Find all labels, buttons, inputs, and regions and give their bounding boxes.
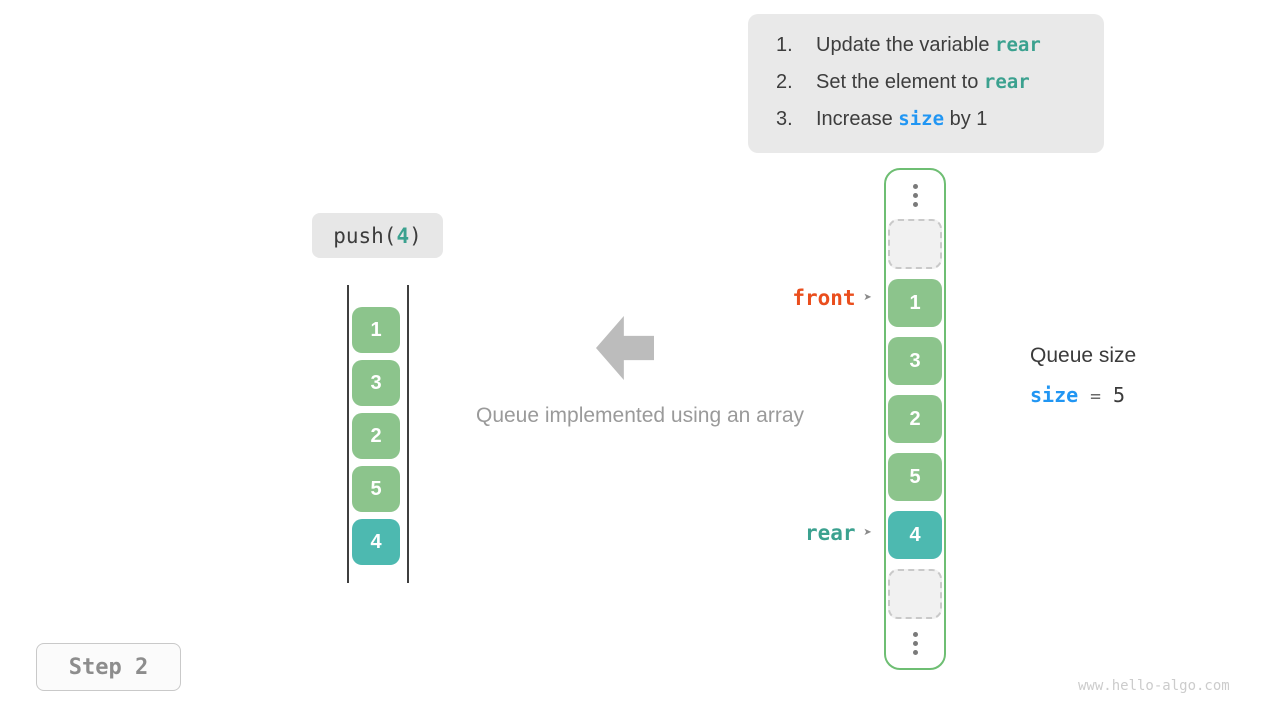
queue-size-block: Queue size size = 5	[1030, 344, 1136, 407]
instruction-panel: 1. Update the variable rear 2. Set the e…	[748, 14, 1104, 153]
array-empty-slot	[888, 219, 942, 269]
step-number: 3.	[776, 108, 793, 130]
instruction-step-1: 1. Update the variable rear	[776, 34, 1104, 71]
queue-cell-new: 4	[352, 519, 400, 565]
rear-pointer-label: rear	[804, 521, 856, 545]
step-text: by 1	[944, 108, 988, 130]
step-text: Set the element to	[816, 71, 984, 93]
diagram-caption: Queue implemented using an array	[475, 404, 805, 427]
array-container: 1 3 2 5 4	[884, 168, 946, 670]
queue-size-title: Queue size	[1030, 344, 1137, 367]
queue-cell: 1	[352, 307, 400, 353]
queue-cell: 3	[352, 360, 400, 406]
step-number: 1.	[776, 34, 793, 56]
rear-pointer: rear ➤	[768, 521, 872, 545]
queue-cell: 5	[352, 466, 400, 512]
pointer-arrow-icon: ➤	[863, 290, 872, 306]
queue-cell: 2	[352, 413, 400, 459]
code-token-rear: rear	[995, 34, 1041, 56]
array-cell: 5	[888, 453, 942, 501]
front-pointer: front ➤	[768, 286, 872, 310]
step-text: Update the variable	[816, 34, 996, 56]
array-cell-rear: 4	[888, 511, 942, 559]
front-pointer-label: front	[792, 286, 856, 310]
ellipsis-icon	[912, 181, 918, 209]
push-close-paren: )	[409, 223, 422, 248]
push-fn-text: push(	[333, 223, 397, 248]
push-arg-value: 4	[396, 223, 410, 248]
equals-sign: =	[1090, 386, 1102, 407]
instruction-step-3: 3. Increase size by 1	[776, 108, 1104, 145]
ellipsis-icon	[912, 629, 918, 657]
array-empty-slot	[888, 569, 942, 619]
code-token-size: size	[898, 108, 945, 130]
size-variable: size	[1030, 383, 1079, 407]
array-cell: 2	[888, 395, 942, 443]
code-token-rear: rear	[983, 71, 1030, 93]
queue-rail-left	[347, 285, 349, 583]
left-block-arrow-icon	[596, 316, 654, 380]
step-text: Increase	[816, 108, 899, 130]
queue-stack: 1 3 2 5 4	[352, 307, 400, 565]
pointer-arrow-icon: ➤	[863, 525, 872, 541]
push-call-label: push( 4 )	[312, 213, 443, 258]
step-badge: Step 2	[36, 643, 181, 691]
queue-rail-right	[407, 285, 409, 583]
instruction-step-2: 2. Set the element to rear	[776, 71, 1104, 108]
step-number: 2.	[776, 71, 793, 93]
array-cell-front: 1	[888, 279, 942, 327]
watermark: www.hello-algo.com	[1078, 678, 1230, 694]
array-cell: 3	[888, 337, 942, 385]
size-value: 5	[1113, 383, 1126, 407]
queue-size-value-line: size = 5	[1030, 383, 1136, 407]
